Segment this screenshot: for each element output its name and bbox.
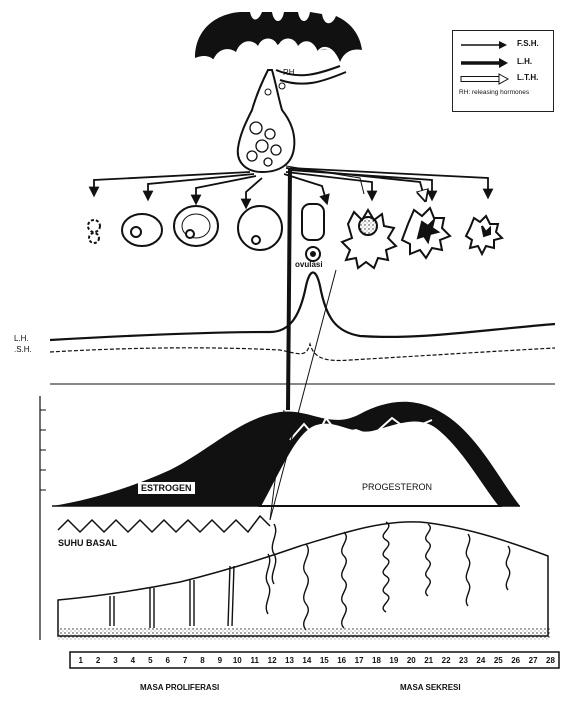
day-number: 10 — [229, 654, 246, 667]
legend-rh-note: RH: releasing hormones — [459, 89, 549, 97]
day-number: 3 — [107, 654, 124, 667]
day-number: 20 — [403, 654, 420, 667]
day-number: 13 — [281, 654, 298, 667]
basal-temp-curve — [58, 516, 270, 532]
day-number: 6 — [159, 654, 176, 667]
day-number: 25 — [490, 654, 507, 667]
follicle-1 — [88, 220, 100, 243]
day-number: 1 — [72, 654, 89, 667]
central-axis-line — [288, 168, 290, 410]
legend-lth: L.T.H. — [459, 73, 551, 85]
legend: F.S.H. L.H. L.T.H. RH: releasing hormone… — [452, 30, 554, 112]
day-number: 19 — [385, 654, 402, 667]
proliferation-phase-label: MASA PROLIFERASI — [140, 683, 219, 692]
day-number: 26 — [507, 654, 524, 667]
day-number: 21 — [420, 654, 437, 667]
day-number: 16 — [333, 654, 350, 667]
ovulating-follicle — [302, 204, 324, 261]
progesterone-label: PROGESTERON — [362, 482, 432, 492]
lh-curve-label: L.H. — [14, 334, 29, 343]
lh-curve — [50, 273, 555, 341]
basal-temp-label: SUHU BASAL — [58, 538, 117, 548]
pituitary-gland — [238, 66, 346, 172]
gonadotropin-curves — [50, 273, 555, 385]
day-number: 2 — [89, 654, 106, 667]
endometrium-layer — [58, 522, 550, 640]
ovulation-label: ovulasi — [295, 260, 323, 269]
day-number: 28 — [542, 654, 559, 667]
day-number: 5 — [142, 654, 159, 667]
fsh-curve — [50, 344, 555, 360]
day-number: 4 — [124, 654, 141, 667]
legend-lth-label: L.T.H. — [517, 73, 538, 82]
day-number: 15 — [316, 654, 333, 667]
follicle-3 — [174, 206, 218, 246]
day-number: 14 — [298, 654, 315, 667]
day-number: 11 — [246, 654, 263, 667]
legend-lh-label: L.H. — [517, 57, 532, 66]
day-number: 18 — [368, 654, 385, 667]
day-number: 8 — [194, 654, 211, 667]
follicle-4 — [238, 206, 282, 250]
legend-fsh: F.S.H. — [459, 39, 551, 51]
day-number: 24 — [472, 654, 489, 667]
day-number: 12 — [263, 654, 280, 667]
corpus-albicans — [466, 216, 502, 254]
day-number: 9 — [211, 654, 228, 667]
day-number: 7 — [176, 654, 193, 667]
legend-fsh-label: F.S.H. — [517, 39, 539, 48]
rh-label: RH — [283, 68, 295, 77]
legend-lh: L.H. — [459, 57, 551, 69]
day-number: 27 — [524, 654, 541, 667]
brain-cortex — [195, 12, 362, 62]
ovarian-follicles — [88, 204, 502, 268]
fsh-curve-label: .S.H. — [14, 345, 32, 354]
secretion-phase-label: MASA SEKRESI — [400, 683, 461, 692]
corpus-luteum-2 — [402, 208, 450, 258]
follicle-2 — [122, 214, 162, 246]
day-number: 22 — [437, 654, 454, 667]
day-number: 17 — [350, 654, 367, 667]
corpus-luteum-1 — [342, 210, 396, 268]
estrogen-label: ESTROGEN — [138, 482, 195, 494]
day-number: 23 — [455, 654, 472, 667]
